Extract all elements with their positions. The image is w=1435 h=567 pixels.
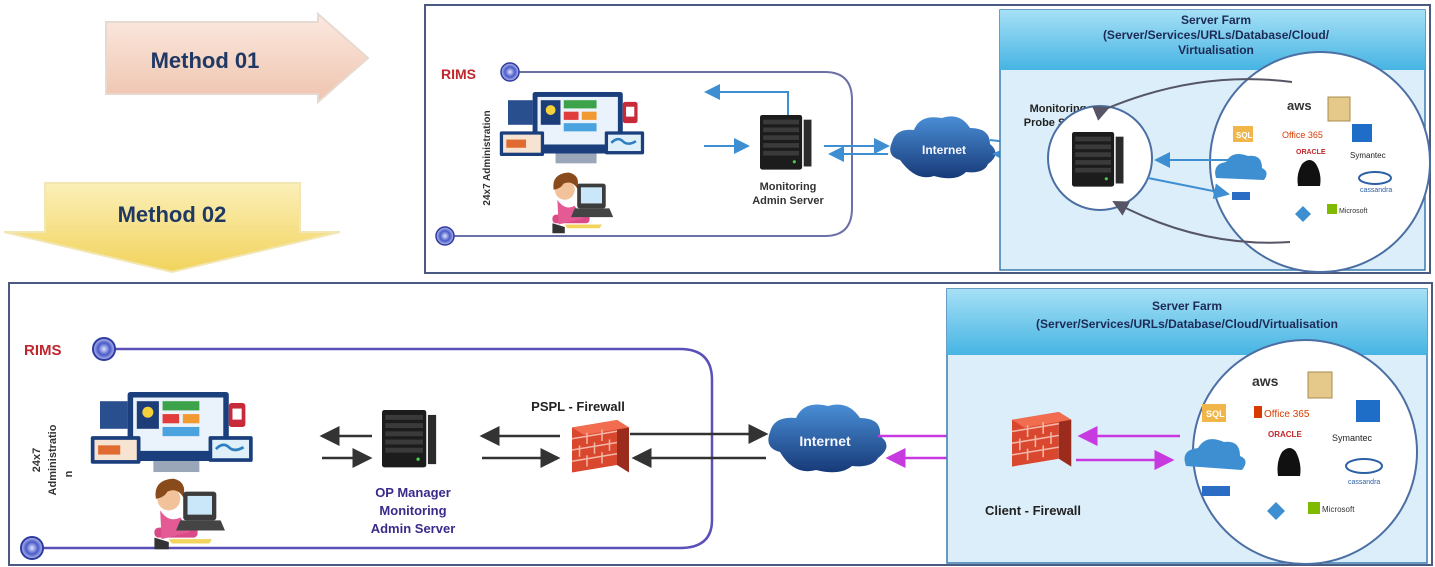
method2-logo-office-icon xyxy=(1254,406,1262,418)
method2-server-farm-header xyxy=(947,289,1427,355)
method1-logo-linux-icon xyxy=(1297,160,1321,186)
method1-logo-sql-icon xyxy=(1233,126,1253,142)
method1-arrow xyxy=(105,11,370,105)
method1-admin-server-line2: Admin Server xyxy=(752,195,824,207)
method1-rims-node xyxy=(500,62,520,82)
method2-server-farm-title1: Server Farm xyxy=(1152,299,1222,313)
method1-admin-server-icon xyxy=(760,115,812,170)
method1-logo-cassandra: cassandra xyxy=(1360,187,1392,194)
method2-service-logos: aws SQL Office 365 ORACLE Symantec cassa… xyxy=(1184,371,1383,520)
method2-logo-azure-label-bg xyxy=(1202,486,1230,496)
method2-rims-node-bottom xyxy=(20,536,44,560)
method1-server-farm-title1: Server Farm xyxy=(1181,13,1251,27)
method1-logo-aws: aws xyxy=(1287,98,1312,113)
method1-admin-label: 24x7 Administration xyxy=(482,110,493,205)
method1-label: Method 01 xyxy=(151,48,260,73)
method1-services-circle xyxy=(1209,51,1431,273)
method2-logo-cassandra: cassandra xyxy=(1348,479,1380,486)
method1-connector-probe-services-top xyxy=(1092,78,1293,121)
method2-admin-server-line2: Monitoring xyxy=(379,503,446,518)
method2-logo-oracle: ORACLE xyxy=(1268,430,1302,439)
method1-service-logos: aws SQL Office 365 ORACLE Symantec cassa… xyxy=(1215,96,1392,222)
method1-rims-label: RIMS xyxy=(441,66,476,82)
method1-logo-symantec: Symantec xyxy=(1350,151,1386,160)
method1-probe-server-line1: Monitoring xyxy=(1030,103,1087,115)
method2-pspl-firewall-label: PSPL - Firewall xyxy=(531,399,625,414)
method1-internet-cloud xyxy=(890,116,996,179)
method1-logo-exchange-icon xyxy=(1352,124,1372,142)
method1-connector-probe-services-bottom xyxy=(1112,201,1291,244)
method2-logo-office365: Office 365 xyxy=(1264,409,1310,420)
method2-internet-label: Internet xyxy=(799,433,851,449)
method1-logo-sql: SQL xyxy=(1236,131,1253,140)
method2-logo-sql: SQL xyxy=(1206,409,1225,419)
method2-rims-label: RIMS xyxy=(24,342,62,359)
method2-admin-server-line1: OP Manager xyxy=(375,485,451,500)
method2-admin-line2: Administratio xyxy=(47,424,59,495)
method2-pspl-firewall-icon xyxy=(571,419,630,474)
method1-logo-azure-label-bg xyxy=(1232,192,1250,200)
method1-admin-server-line1: Monitoring xyxy=(760,181,817,193)
method2-admin-line3: n xyxy=(63,470,75,477)
method2-logo-symantec: Symantec xyxy=(1332,433,1373,443)
method2-logo-diamond-icon xyxy=(1267,502,1285,520)
method2-admin-line1: 24x7 xyxy=(31,448,43,472)
method2-server-farm-title2: (Server/Services/URLs/Database/Cloud/Vir… xyxy=(1036,317,1338,331)
method1-logo-oracle: ORACLE xyxy=(1296,149,1326,156)
method1-internet-label: Internet xyxy=(922,143,966,157)
method1-connector-probe-services xyxy=(1147,177,1230,200)
method2-client-firewall-label: Client - Firewall xyxy=(985,503,1081,518)
method2-client-firewall-icon xyxy=(1011,411,1073,468)
method2-logo-microsoft: Microsoft xyxy=(1322,505,1355,514)
method1-logo-azure-cloud-icon xyxy=(1215,154,1267,180)
method1-rims-node-bottom xyxy=(435,226,455,246)
method2-label: Method 02 xyxy=(118,202,227,227)
method1-probe-server-icon xyxy=(1072,132,1124,187)
method2-logo-exchange-icon xyxy=(1356,400,1380,422)
method2-logo-sql-icon xyxy=(1202,404,1226,422)
method1-server-farm-title2: (Server/Services/URLs/Database/Cloud/ xyxy=(1103,28,1330,42)
method2-logo-azure-cloud-icon xyxy=(1184,439,1246,470)
method1-logo-cassandra-icon xyxy=(1358,171,1392,185)
method1-logo-microsoft-icon xyxy=(1327,204,1337,214)
method2-logo-cassandra-icon xyxy=(1345,458,1383,474)
method1-logo-office365: Office 365 xyxy=(1282,130,1323,140)
method1-logo-storage-icon xyxy=(1327,96,1351,122)
method2-logo-linux-icon xyxy=(1277,448,1301,476)
method1-logo-microsoft: Microsoft xyxy=(1339,208,1367,215)
method2-logo-storage-icon xyxy=(1307,371,1333,399)
method1-server-farm-title3: Virtualisation xyxy=(1178,43,1254,57)
method2-logo-aws: aws xyxy=(1252,373,1279,389)
method2-admin-label: 24x7 Administratio n xyxy=(31,424,75,495)
method2-admin-server-line3: Admin Server xyxy=(371,521,456,536)
method2-arrow xyxy=(3,182,341,274)
method1-connector-server-up xyxy=(704,84,789,115)
method1-logo-diamond-icon xyxy=(1295,206,1311,222)
method2-rims-boundary xyxy=(32,347,714,550)
method2-rims-node xyxy=(92,337,116,361)
method2-internet-cloud xyxy=(768,404,887,473)
method2-logo-microsoft-icon xyxy=(1308,502,1320,514)
method2-admin-server-icon xyxy=(382,410,437,468)
